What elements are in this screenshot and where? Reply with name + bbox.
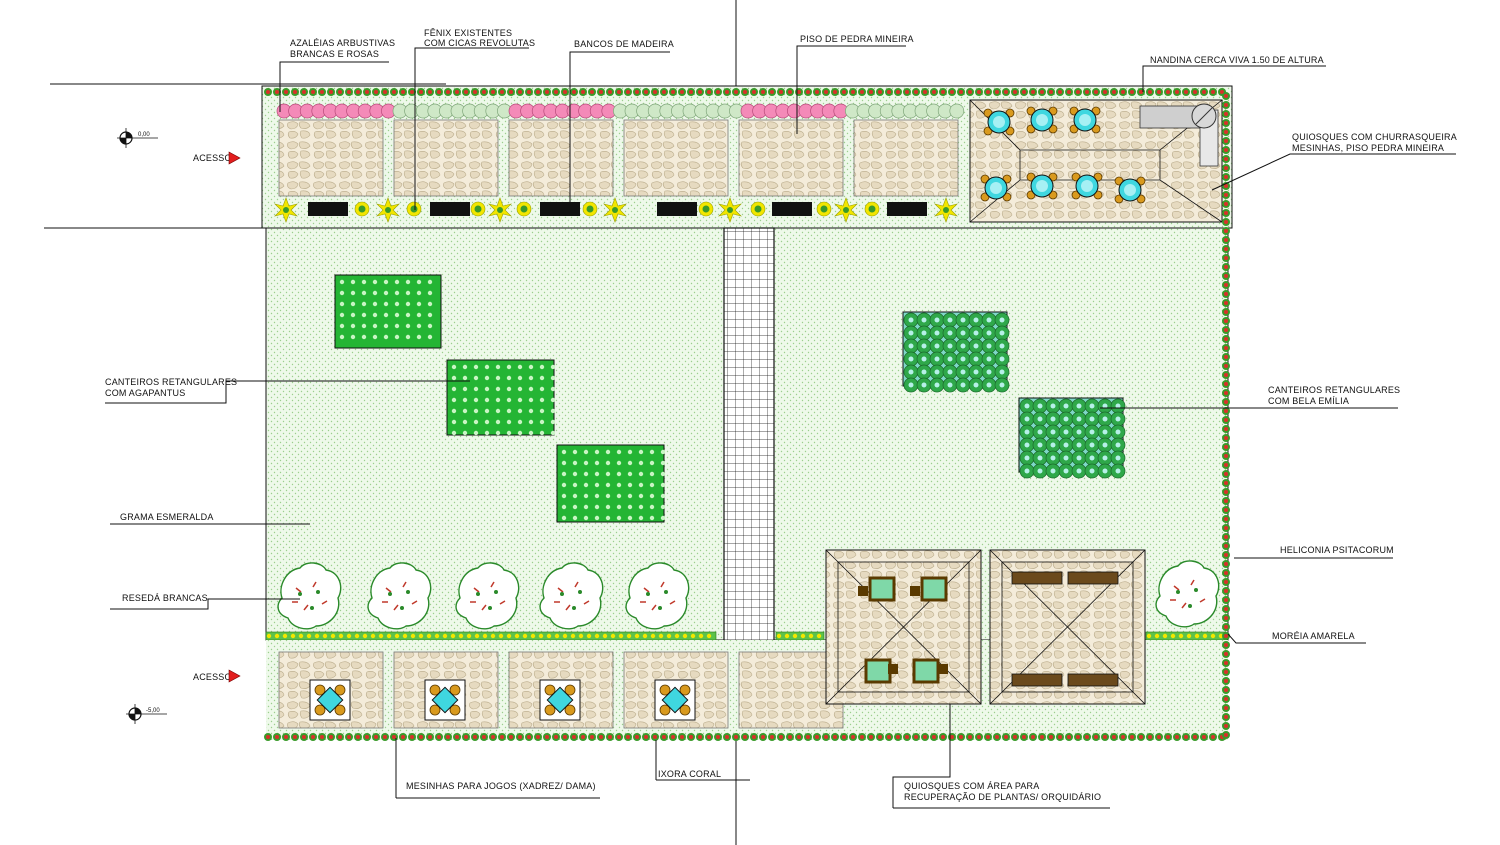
label-quiosques-churr-1: QUIOSQUES COM CHURRASQUEIRA	[1292, 132, 1457, 142]
level-marker-bottom: -5,00	[126, 704, 167, 724]
label-bela-emilia-1: CANTEIROS RETANGULARES	[1268, 385, 1400, 395]
label-bancos: BANCOS DE MADEIRA	[574, 39, 674, 49]
label-azaleias-2: BRANCAS E ROSAS	[290, 49, 379, 59]
kiosk-orquidario	[825, 549, 1146, 705]
label-moreia: MORÉIA AMARELA	[1272, 631, 1355, 641]
label-quiosques-churr-2: MESINHAS, PISO PEDRA MINEIRA	[1292, 143, 1444, 153]
stone-pavers-top	[278, 119, 959, 197]
level-marker-icon	[117, 128, 158, 148]
acesso-top: ACESSO	[193, 151, 241, 165]
label-nandina: NANDINA CERCA VIVA 1.50 DE ALTURA	[1150, 55, 1324, 65]
label-quiosques-orq-1: QUIOSQUES COM ÁREA PARA	[904, 781, 1039, 791]
label-reseda: RESEDÁ BRANCAS	[122, 593, 208, 603]
label-heliconia: HELICONIA PSITACORUM	[1280, 545, 1394, 555]
acesso-bottom-label: ACESSO	[193, 672, 232, 682]
leader-lines	[105, 45, 1456, 809]
label-quiosques-orq-2: RECUPERAÇÃO DE PLANTAS/ ORQUIDÁRIO	[904, 792, 1101, 802]
red-arrow-icon	[228, 669, 241, 683]
agapantus-beds	[334, 274, 666, 523]
acesso-top-label: ACESSO	[193, 153, 232, 163]
label-agapantus-1: CANTEIROS RETANGULARES	[105, 377, 237, 387]
annotation-labels: AZALÉIAS ARBUSTIVAS BRANCAS E ROSAS FÊNI…	[105, 28, 1457, 802]
moreia-row	[265, 631, 1227, 641]
label-mesinhas: MESINHAS PARA JOGOS (XADREZ/ DAMA)	[406, 781, 596, 791]
label-piso: PISO DE PEDRA MINEIRA	[800, 34, 914, 44]
level-marker-icon	[126, 704, 167, 724]
label-azaleias-1: AZALÉIAS ARBUSTIVAS	[290, 38, 395, 48]
label-grama: GRAMA ESMERALDA	[120, 512, 214, 522]
level-bottom-value: -5,00	[146, 708, 160, 714]
perimeter-hedges	[264, 88, 1230, 741]
kiosk-churrasqueira	[969, 99, 1223, 223]
red-arrow-icon	[228, 151, 241, 165]
acesso-bottom: ACESSO	[193, 669, 241, 683]
bench-row	[274, 197, 958, 223]
label-fenix-2: COM CICAS REVOLUTAS	[424, 38, 535, 48]
label-ixora: IXORA CORAL	[658, 769, 721, 779]
level-top-value: 0,00	[138, 132, 150, 138]
label-agapantus-2: COM AGAPANTUS	[105, 388, 185, 398]
label-fenix-1: FÊNIX EXISTENTES	[424, 28, 512, 38]
level-marker-top: 0,00	[117, 128, 158, 148]
bela-emilia-beds	[902, 311, 1126, 479]
staircase	[723, 227, 775, 679]
azalea-row	[276, 103, 965, 119]
label-bela-emilia-2: COM BELA EMÍLIA	[1268, 396, 1349, 406]
